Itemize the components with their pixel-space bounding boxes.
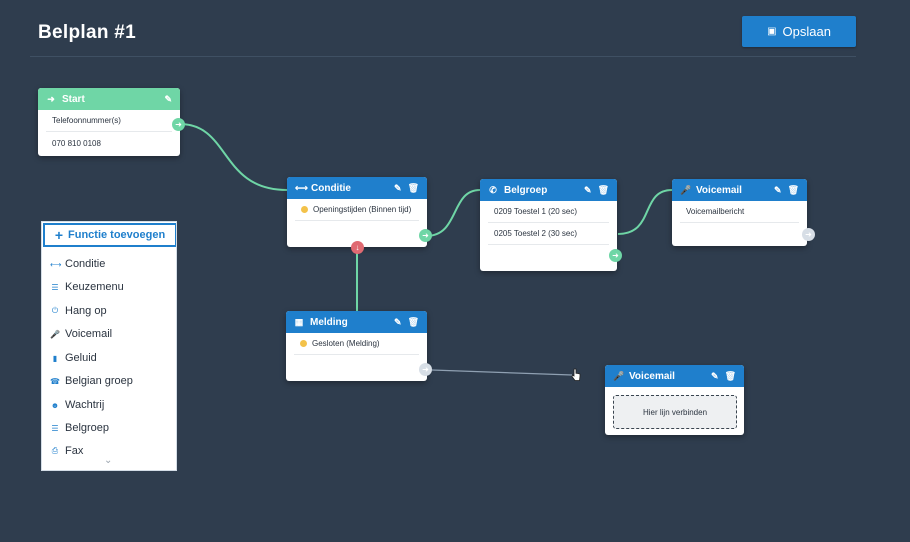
trash-icon[interactable]: 🗑 [787, 184, 799, 195]
panel-item-conditie[interactable]: ⟷ Conditie [50, 254, 105, 274]
microphone-icon: 🎤 [613, 370, 625, 381]
sign-in-icon: ➜ [47, 93, 55, 104]
node-belgroep-header[interactable]: ✆ Belgroep ✎ 🗑 [480, 179, 617, 201]
node-melding-title: Melding [310, 316, 348, 328]
hand-cursor-icon [571, 368, 581, 381]
fax-icon: ⎙ [51, 446, 59, 455]
panel-item-belgian-groep[interactable]: ☎ Belgian groep [50, 371, 133, 391]
power-icon: ⏻ [51, 306, 59, 315]
list-icon: ☰ [51, 423, 59, 433]
microphone-icon: 🎤 [680, 184, 692, 195]
floppy-icon: ▣ [767, 26, 777, 37]
node-start-title: Start [62, 93, 85, 105]
node-belgroep-title: Belgroep [504, 184, 548, 196]
microphone-icon: 🎤 [50, 329, 60, 339]
node-belgroep-row: 0209 Toestel 1 (20 sec) [488, 201, 609, 223]
node-melding-header[interactable]: ▦ Melding ✎ 🗑 [286, 311, 427, 333]
wire-belgroep-voicemail [617, 189, 673, 235]
panel-item-label: Hang op [65, 305, 107, 317]
phone-book-icon: ☎ [50, 376, 60, 386]
wire-start-conditie [179, 123, 288, 191]
output-port[interactable]: ➜ [172, 118, 185, 131]
panel-item-label: Fax [65, 445, 84, 457]
output-port[interactable]: ➜ [419, 229, 432, 242]
node-voicemail-new[interactable]: 🎤 Voicemail ✎ 🗑 Hier lijn verbinden [605, 365, 744, 435]
node-melding-row: Gesloten (Melding) [294, 333, 419, 355]
trash-icon[interactable]: 🗑 [407, 316, 419, 327]
panel-item-label: Conditie [65, 258, 106, 270]
node-voicemail-new-title: Voicemail [629, 370, 675, 382]
node-start[interactable]: ➜ Start ✎ Telefoonnummer(s) 070 810 0108… [38, 88, 185, 156]
node-voicemail[interactable]: 🎤 Voicemail ✎ 🗑 Voicemailbericht ➜ [672, 179, 815, 246]
chevron-down-icon[interactable]: ⌄ [104, 455, 113, 466]
trash-icon[interactable]: 🗑 [407, 182, 419, 193]
panel-item-fax[interactable]: ⎙ Fax [50, 441, 84, 461]
node-melding-row-label: Gesloten (Melding) [312, 339, 380, 348]
node-conditie-row-label: Openingstijden (Binnen tijd) [313, 205, 412, 214]
panel-item-label: Geluid [65, 352, 97, 364]
file-audio-icon: ▦ [294, 316, 304, 327]
clock-icon [301, 206, 308, 213]
panel-item-wachtrij[interactable]: ☻ Wachtrij [50, 395, 105, 415]
edit-icon[interactable]: ✎ [394, 182, 402, 193]
share-icon: ⟷ [295, 182, 308, 193]
node-voicemail-row: Voicemailbericht [680, 201, 799, 223]
node-voicemail-title: Voicemail [696, 184, 742, 196]
node-belgroep[interactable]: ✆ Belgroep ✎ 🗑 0209 Toestel 1 (20 sec) 0… [480, 179, 622, 271]
panel-item-label: Wachtrij [65, 399, 105, 411]
panel-item-keuzemenu[interactable]: ☰ Keuzemenu [50, 277, 124, 297]
output-port[interactable]: ➜ [802, 228, 815, 241]
node-start-header[interactable]: ➜ Start ✎ [38, 88, 180, 110]
page-title: Belplan #1 [38, 22, 137, 43]
output-port[interactable]: ➜ [609, 249, 622, 262]
node-belgroep-row: 0205 Toestel 2 (30 sec) [488, 223, 609, 245]
users-icon: ☻ [50, 400, 60, 410]
phone-icon: ✆ [489, 184, 497, 195]
save-label: Opslaan [782, 24, 831, 39]
panel-item-label: Belgian groep [65, 375, 133, 387]
node-conditie-row: Openingstijden (Binnen tijd) [295, 199, 419, 221]
save-button[interactable]: ▣ Opslaan [742, 16, 856, 47]
add-function-button[interactable]: + Functie toevoegen [43, 223, 176, 247]
node-voicemail-header[interactable]: 🎤 Voicemail ✎ 🗑 [672, 179, 807, 201]
file-icon: ▮ [52, 353, 58, 363]
connect-dropzone[interactable]: Hier lijn verbinden [613, 395, 737, 429]
edit-icon[interactable]: ✎ [584, 184, 592, 195]
node-conditie[interactable]: ⟷ Conditie ✎ 🗑 Openingstijden (Binnen ti… [287, 177, 432, 254]
output-port[interactable]: ➜ [419, 363, 432, 376]
panel-item-label: Keuzemenu [65, 281, 124, 293]
node-start-row: Telefoonnummer(s) [46, 110, 172, 132]
panel-item-voicemail[interactable]: 🎤 Voicemail [50, 324, 112, 344]
plus-icon: + [54, 227, 63, 243]
add-function-label: Functie toevoegen [68, 229, 166, 241]
edit-icon[interactable]: ✎ [164, 93, 172, 104]
clock-icon [300, 340, 307, 347]
share-icon: ⟷ [50, 259, 62, 269]
edit-icon[interactable]: ✎ [774, 184, 782, 195]
panel-item-hang-op[interactable]: ⏻ Hang op [50, 301, 107, 321]
edit-icon[interactable]: ✎ [394, 316, 402, 327]
trash-icon[interactable]: 🗑 [597, 184, 609, 195]
panel-item-geluid[interactable]: ▮ Geluid [50, 348, 97, 368]
node-voicemail-new-header[interactable]: 🎤 Voicemail ✎ 🗑 [605, 365, 744, 387]
trash-icon[interactable]: 🗑 [724, 370, 736, 381]
node-conditie-header[interactable]: ⟷ Conditie ✎ 🗑 [287, 177, 427, 199]
wire-melding-pending [431, 369, 573, 376]
node-conditie-title: Conditie [311, 182, 351, 194]
header-divider [30, 56, 856, 57]
function-panel: + Functie toevoegen ⟷ Conditie ☰ Keuzeme… [41, 221, 177, 471]
node-start-row: 070 810 0108 [52, 138, 101, 148]
edit-icon[interactable]: ✎ [711, 370, 719, 381]
panel-item-belgroep[interactable]: ☰ Belgroep [50, 418, 109, 438]
wire-conditie-belgroep [425, 189, 481, 237]
list-icon: ☰ [51, 282, 59, 292]
node-melding[interactable]: ▦ Melding ✎ 🗑 Gesloten (Melding) ➜ [286, 311, 432, 381]
panel-item-label: Belgroep [65, 422, 110, 434]
output-port-down[interactable]: ↓ [351, 241, 364, 254]
panel-item-label: Voicemail [65, 328, 113, 340]
